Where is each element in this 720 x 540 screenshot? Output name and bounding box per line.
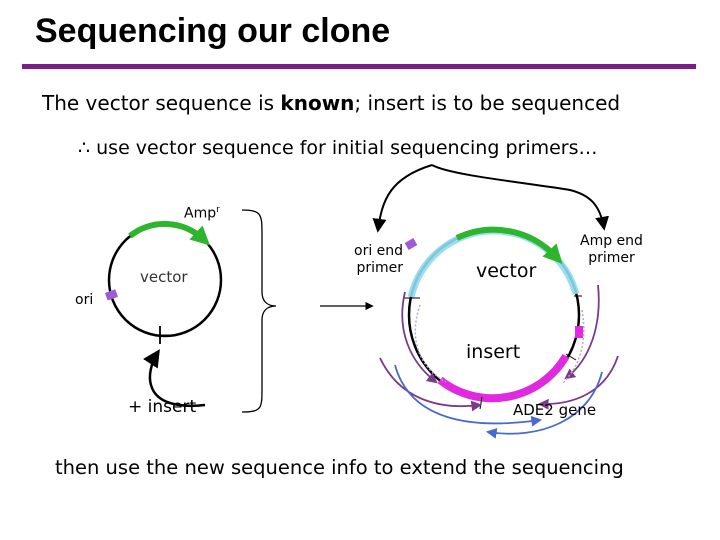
ampr-label-text: Amp: [184, 205, 217, 222]
right-vector-label: vector: [476, 260, 537, 282]
insert-region: [437, 353, 570, 403]
statement-text-pre: The vector sequence is: [42, 91, 281, 115]
title-rule: [22, 64, 696, 69]
statement-text-post: ; insert is to be sequenced: [354, 91, 621, 115]
read-arrow-ori-dotted: [414, 304, 447, 383]
ori-end-primer-label: ori end primer: [354, 243, 404, 276]
statement-initial-primers: ∴ use vector sequence for initial sequen…: [78, 137, 598, 159]
left-vector-label: vector: [140, 268, 188, 286]
read-arrow-amp-dotted: [561, 309, 585, 385]
statement-vector-known: The vector sequence is known; insert is …: [42, 91, 620, 115]
read-arrow-amp-3: [485, 371, 603, 439]
right-plasmid: [404, 226, 583, 410]
read-arrow-amp-1: [564, 284, 600, 380]
insert-arrow: [143, 349, 206, 408]
curve-to-ori-primer: [372, 164, 433, 233]
boundary-tick: [565, 353, 577, 361]
read-arrow-ori-3: [394, 364, 543, 427]
statement-text-bold: known: [280, 91, 355, 115]
brace: [241, 209, 277, 413]
ori-marker: [104, 289, 119, 301]
ampr-label: Ampr: [184, 205, 220, 222]
left-ori-label: ori: [75, 292, 94, 308]
left-plasmid: [104, 220, 223, 408]
left-insert-label: + insert: [128, 397, 197, 417]
read-arrow-ori-2: [379, 357, 483, 412]
right-insert-label: insert: [466, 341, 521, 363]
ori-marker: [404, 238, 418, 250]
ampr-gene-arrow: [128, 220, 211, 246]
read-arrow-amp-2: [537, 355, 619, 410]
ade2-gene-label: ADE2 gene: [513, 401, 597, 419]
slide-title: Sequencing our clone: [35, 12, 391, 50]
statement-extend-sequencing: then use the new sequence info to extend…: [55, 456, 624, 479]
amp-end-primer-label: Amp end primer: [580, 233, 643, 266]
curve-to-amp-primer: [431, 164, 609, 231]
junction-marker: [575, 326, 583, 338]
read-arrow-ori-1: [401, 291, 438, 384]
ampr-label-superscript: r: [216, 205, 220, 215]
ampr-gene-arrow: [455, 226, 563, 265]
